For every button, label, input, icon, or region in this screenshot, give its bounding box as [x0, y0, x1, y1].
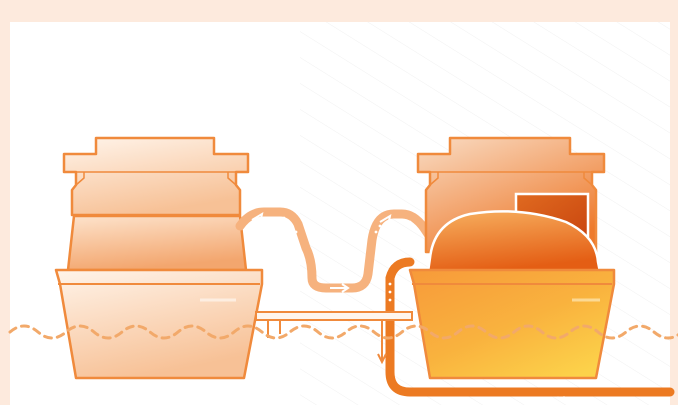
left-lid-hinge-left: [75, 172, 85, 186]
distribution-platform: [255, 311, 413, 365]
right-lid-hinge-right: [583, 172, 593, 186]
flow-arrow-icon: [330, 283, 350, 293]
left-tank-base: [54, 268, 264, 380]
left-tank: [54, 136, 264, 380]
overflow-pipe-body: [235, 207, 437, 293]
flow-dots-icon: [282, 216, 418, 234]
right-lid-hinge-left: [429, 172, 439, 186]
overflow-pipe: [235, 207, 437, 293]
wavy-water-line-icon: [8, 324, 678, 340]
left-lid-hinge-right: [227, 172, 237, 186]
left-tank-middle: [66, 214, 248, 272]
right-tank-base: [408, 268, 616, 380]
flow-arrow-icon: [377, 320, 387, 365]
platform-deck: [255, 311, 413, 321]
outlet-pipe: [385, 257, 675, 400]
flow-arrow-icon: [379, 213, 392, 227]
outlet-pipe-body: [385, 257, 675, 397]
right-tank: [408, 136, 616, 380]
flow-dots-icon: [388, 282, 566, 400]
sludge-dome: [426, 210, 602, 274]
flow-arrow-icon: [251, 211, 264, 225]
